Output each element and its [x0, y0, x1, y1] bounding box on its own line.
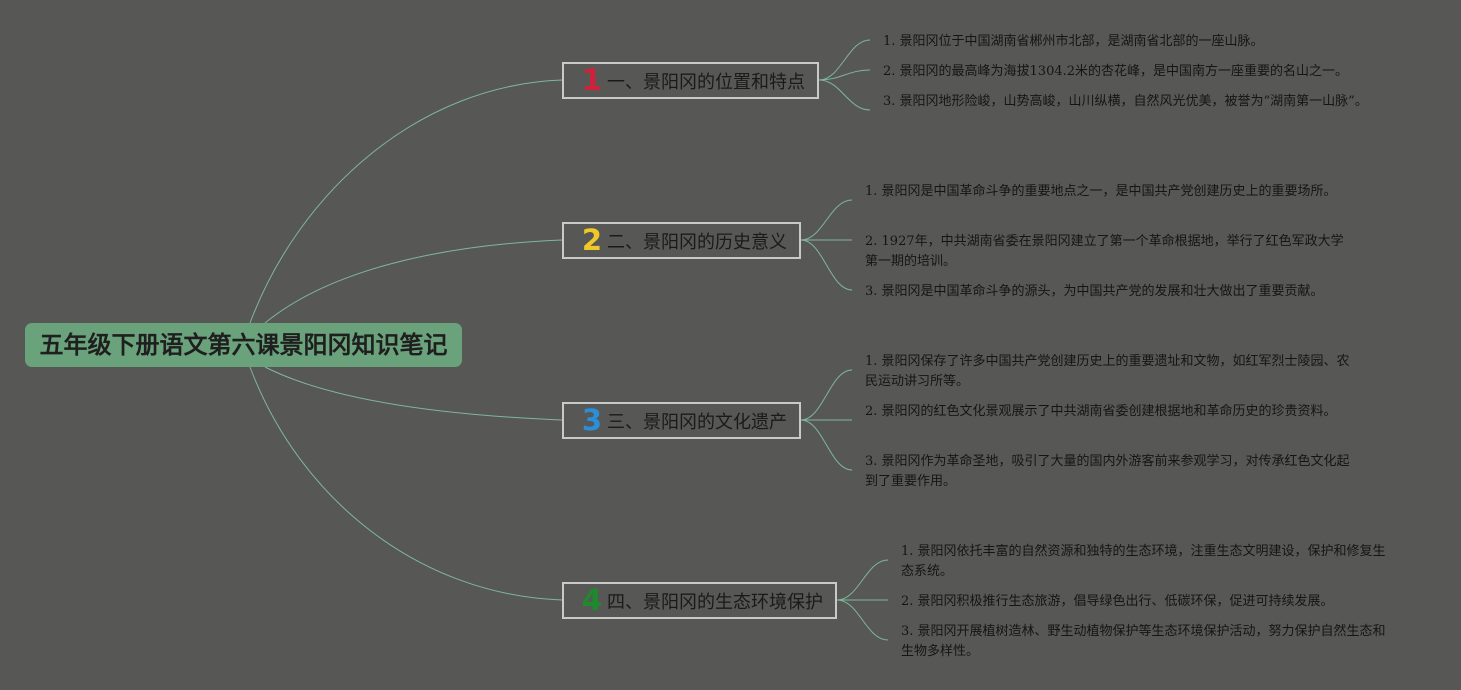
- leaf-item[interactable]: 3. 景阳冈开展植树造林、野生动植物保护等生态环境保护活动，努力保护自然生态和生…: [901, 624, 1386, 659]
- connector-root-branch-3: [264, 366, 563, 421]
- number-1-icon: 1: [581, 63, 603, 97]
- leaf-item[interactable]: 1. 景阳冈是中国革命斗争的重要地点之一，是中国共产党创建历史上的重要场所。: [865, 184, 1337, 199]
- connector-branch-1-leaf-1: [818, 39, 871, 81]
- connector-branch-3-leaf-1: [800, 369, 853, 421]
- leaf-item[interactable]: 3. 景阳冈是中国革命斗争的源头，为中国共产党的发展和壮大做出了重要贡献。: [865, 284, 1324, 299]
- number-3-icon: 3: [581, 403, 603, 437]
- connector-branch-2-leaf-1: [800, 199, 853, 241]
- leaf-item[interactable]: 2. 景阳冈积极推行生态旅游，倡导绿色出行、低碳环保，促进可持续发展。: [901, 594, 1334, 609]
- leaf-item[interactable]: 1. 景阳冈位于中国湖南省郴州市北部，是湖南省北部的一座山脉。: [883, 34, 1264, 49]
- branch-label: 一、景阳冈的位置和特点: [607, 71, 805, 93]
- branch-label: 二、景阳冈的历史意义: [607, 231, 787, 253]
- leaf-item[interactable]: 3. 景阳冈作为革命圣地，吸引了大量的国内外游客前来参观学习，对传承红色文化起到…: [865, 454, 1350, 489]
- root-topic[interactable]: 五年级下册语文第六课景阳冈知识笔记: [25, 323, 462, 367]
- connector-root-branch-2: [264, 239, 563, 324]
- connector-branch-4-leaf-1: [836, 559, 889, 601]
- connector-branch-4-leaf-3: [836, 599, 889, 641]
- leaf-item[interactable]: 1. 景阳冈依托丰富的自然资源和独特的生态环境，注重生态文明建设，保护和修复生态…: [901, 544, 1386, 579]
- leaf-item[interactable]: 3. 景阳冈地形险峻，山势高峻，山川纵横，自然风光优美，被誉为“湖南第一山脉”。: [883, 94, 1368, 109]
- connector-branch-2-leaf-3: [800, 239, 853, 291]
- connector-root-branch-4: [249, 366, 563, 601]
- branch-label: 四、景阳冈的生态环境保护: [607, 591, 823, 613]
- branch-topic-history[interactable]: 2 二、景阳冈的历史意义: [562, 222, 801, 259]
- number-2-icon: 2: [581, 223, 603, 257]
- leaf-item[interactable]: 1. 景阳冈保存了许多中国共产党创建历史上的重要遗址和文物，如红军烈士陵园、农民…: [865, 354, 1350, 389]
- number-4-icon: 4: [581, 583, 603, 617]
- leaf-item[interactable]: 2. 景阳冈的红色文化景观展示了中共湖南省委创建根据地和革命历史的珍贵资料。: [865, 404, 1337, 419]
- branch-topic-ecology[interactable]: 4 四、景阳冈的生态环境保护: [562, 582, 837, 619]
- leaf-item[interactable]: 2. 1927年，中共湖南省委在景阳冈建立了第一个革命根据地，举行了红色军政大学…: [865, 234, 1344, 269]
- branch-topic-location[interactable]: 1 一、景阳冈的位置和特点: [562, 62, 819, 99]
- branch-topic-heritage[interactable]: 3 三、景阳冈的文化遗产: [562, 402, 801, 439]
- branch-label: 三、景阳冈的文化遗产: [607, 411, 787, 433]
- connector-branch-3-leaf-3: [800, 419, 853, 471]
- connector-branch-1-leaf-2: [818, 69, 871, 81]
- leaf-item[interactable]: 2. 景阳冈的最高峰为海拔1304.2米的杏花峰，是中国南方一座重要的名山之一。: [883, 64, 1349, 79]
- connector-branch-1-leaf-3: [818, 79, 871, 111]
- connector-root-branch-1: [249, 79, 563, 324]
